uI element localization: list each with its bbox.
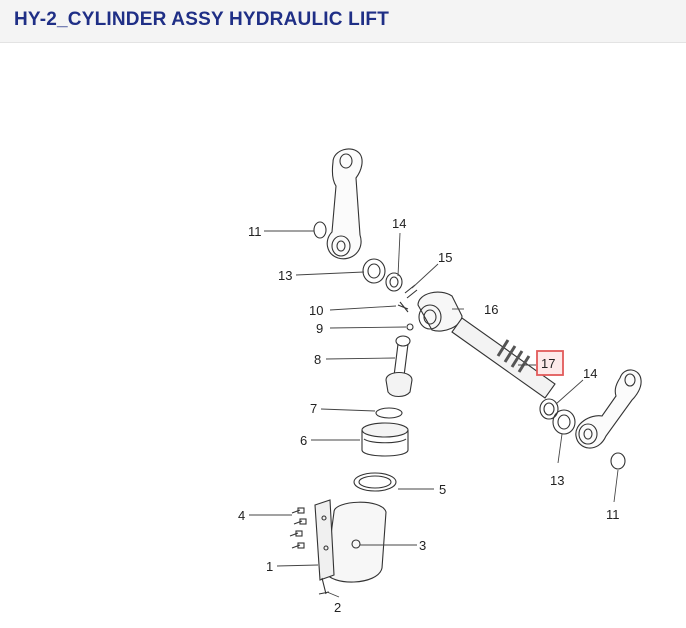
cylinder-body-3[interactable]	[325, 501, 387, 583]
callout-8[interactable]: 8	[314, 352, 321, 367]
callout-14-upper[interactable]: 14	[392, 216, 406, 231]
washer-13-lower[interactable]	[552, 409, 576, 435]
callout-15[interactable]: 15	[438, 250, 452, 265]
callout-17-highlight	[536, 350, 564, 376]
washer-13-upper[interactable]	[362, 258, 386, 284]
parts-diagram: 11 14 13 15 10 16 9 17 8 14 7 6 13 5 11 …	[0, 42, 686, 623]
cylinder-head-16[interactable]	[417, 291, 463, 332]
o-ring-11-upper[interactable]	[313, 221, 327, 239]
callout-11-upper[interactable]: 11	[248, 224, 262, 239]
shaft-17[interactable]	[451, 317, 556, 399]
callout-6[interactable]: 6	[300, 433, 307, 448]
callout-17[interactable]: 17	[541, 356, 555, 371]
lift-arm-upper[interactable]	[326, 148, 363, 260]
exploded-view-svg: 11 14 13 15 10 16 9 17 8 14 7 6 13 5 11 …	[238, 148, 642, 615]
leader-lines	[249, 230, 619, 598]
callout-16[interactable]: 16	[484, 302, 498, 317]
bolt-15[interactable]	[404, 284, 418, 299]
callout-7[interactable]: 7	[310, 401, 317, 416]
callout-labels: 11 14 13 15 10 16 9 17 8 14 7 6 13 5 11 …	[238, 216, 620, 615]
piston-6[interactable]	[361, 422, 409, 457]
seal-ring-5[interactable]	[353, 472, 397, 492]
o-ring-11-lower[interactable]	[610, 452, 626, 470]
callout-13-lower[interactable]: 13	[550, 473, 564, 488]
piston-rod-8[interactable]	[385, 335, 413, 398]
bolts-4[interactable]	[289, 507, 307, 549]
ring-7[interactable]	[375, 407, 403, 419]
callout-2[interactable]: 2	[334, 600, 341, 615]
callout-1[interactable]: 1	[266, 559, 273, 574]
pin-10[interactable]	[397, 301, 409, 313]
callout-14-lower[interactable]: 14	[583, 366, 597, 381]
seal-14-lower[interactable]	[539, 398, 559, 420]
callout-11-lower[interactable]: 11	[606, 507, 620, 522]
callout-4[interactable]: 4	[238, 508, 245, 523]
callout-5[interactable]: 5	[439, 482, 446, 497]
bracket-1[interactable]	[314, 499, 335, 581]
callout-9[interactable]: 9	[316, 321, 323, 336]
callout-10[interactable]: 10	[309, 303, 323, 318]
page-title: HY-2_CYLINDER ASSY HYDRAULIC LIFT	[14, 9, 390, 30]
callout-3[interactable]: 3	[419, 538, 426, 553]
lift-arm-lower[interactable]	[575, 369, 642, 449]
page-header: HY-2_CYLINDER ASSY HYDRAULIC LIFT	[0, 0, 686, 43]
ball-9[interactable]	[406, 323, 414, 331]
seal-14-upper[interactable]	[385, 272, 403, 292]
callout-13-upper[interactable]: 13	[278, 268, 292, 283]
